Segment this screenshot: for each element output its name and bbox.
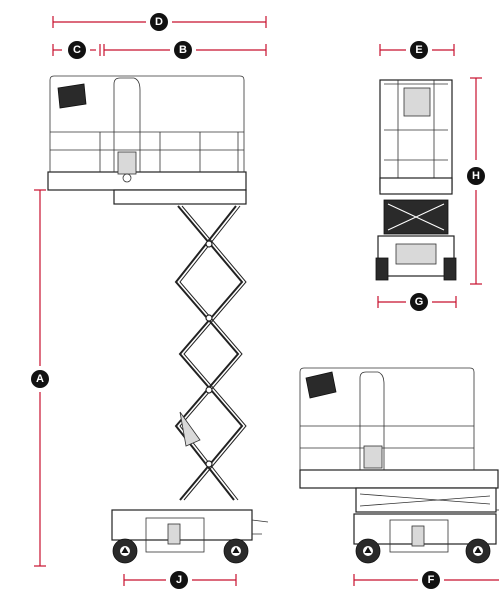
stowed-guard-rail-mid xyxy=(300,425,474,449)
label-badge-b xyxy=(174,41,192,59)
label-d: D xyxy=(155,16,163,28)
side-view-stowed xyxy=(299,367,499,564)
dimension-h: H xyxy=(467,77,485,285)
label-j: J xyxy=(176,574,182,586)
stowed-guard-rail xyxy=(299,367,475,470)
control-box xyxy=(57,83,87,109)
label-a: A xyxy=(36,373,44,385)
end-view-wheel-left xyxy=(375,257,389,281)
label-f: F xyxy=(428,574,435,586)
scissor-stack xyxy=(174,205,247,501)
stowed-entry-gate xyxy=(359,371,385,470)
pivot-4 xyxy=(205,460,213,468)
end-view-deck xyxy=(379,177,453,195)
label-c: C xyxy=(73,44,81,56)
rail-posts xyxy=(99,132,239,172)
dimension-b: B xyxy=(103,41,267,59)
control-panel xyxy=(117,151,137,175)
pivot-1 xyxy=(205,240,213,248)
stowed-control-panel xyxy=(363,445,383,469)
chassis-hitch xyxy=(251,519,269,535)
platform-base xyxy=(113,189,247,205)
stowed-front-wheel xyxy=(355,538,381,564)
label-badge-d xyxy=(150,13,168,31)
pivot-3 xyxy=(205,386,213,394)
dimension-c: C xyxy=(52,41,101,59)
stowed-control-box xyxy=(305,371,337,399)
stowed-platform-deck xyxy=(299,469,499,489)
label-e: E xyxy=(415,44,422,56)
control-knob xyxy=(122,173,132,183)
platform-deck xyxy=(47,171,247,191)
end-view-wheel-right xyxy=(443,257,457,281)
end-view xyxy=(375,79,457,281)
stowed-scissor-block xyxy=(355,487,497,513)
stowed-chassis-port xyxy=(411,525,425,547)
label-badge-e xyxy=(410,41,428,59)
dimension-a: A xyxy=(31,189,49,567)
chassis xyxy=(111,509,253,541)
lift-cylinder xyxy=(179,411,201,447)
stowed-scissor-arms xyxy=(359,493,491,507)
dimension-g: G xyxy=(377,293,457,311)
side-view-elevated xyxy=(47,75,269,564)
end-view-rail-bars xyxy=(384,80,448,190)
guard-rail-mid xyxy=(50,131,244,151)
chassis-port xyxy=(167,523,181,545)
guard-rail-top xyxy=(49,75,245,172)
label-g: G xyxy=(415,296,424,308)
front-wheel xyxy=(112,538,138,564)
chassis-panel xyxy=(145,517,205,553)
label-badge-g xyxy=(410,293,428,311)
entry-gate xyxy=(113,77,141,172)
dimension-d: D xyxy=(52,13,267,31)
pivot-2 xyxy=(205,314,213,322)
label-badge-a xyxy=(31,370,49,388)
stowed-chassis-panel xyxy=(389,519,449,553)
dimension-e: E xyxy=(379,41,455,59)
label-h: H xyxy=(472,170,480,182)
stowed-chassis xyxy=(353,513,497,545)
dimension-f: F xyxy=(353,571,499,589)
stowed-rear-wheel xyxy=(465,538,491,564)
label-badge-j xyxy=(170,571,188,589)
end-view-control-box xyxy=(403,87,431,117)
label-badge-c xyxy=(68,41,86,59)
label-badge-f xyxy=(422,571,440,589)
dimension-j: J xyxy=(123,571,237,589)
end-view-panel xyxy=(395,243,437,265)
rear-wheel xyxy=(223,538,249,564)
label-badge-h xyxy=(467,167,485,185)
label-b: B xyxy=(179,44,187,56)
